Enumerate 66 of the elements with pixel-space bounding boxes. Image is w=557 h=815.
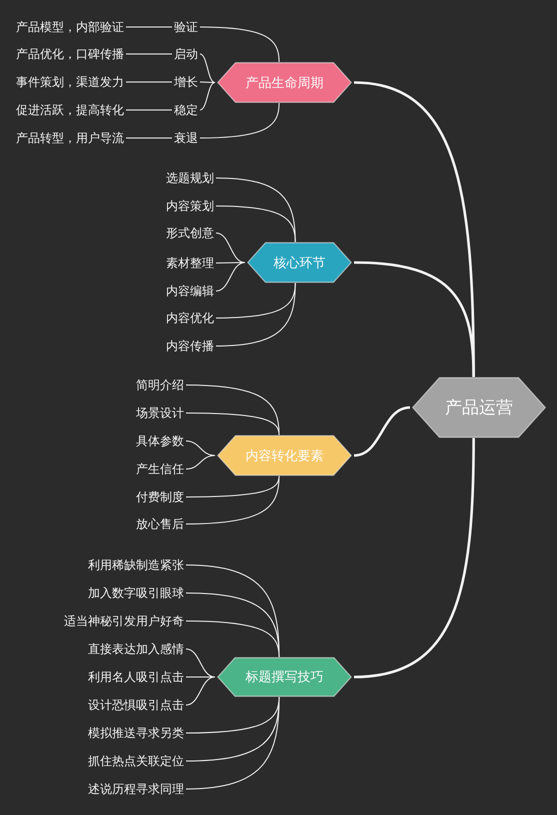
connector-line [186, 412, 280, 436]
topic-label: 产品生命周期 [246, 74, 324, 92]
leaf-label: 素材整理 [166, 255, 214, 271]
leaf-label: 利用稀缺制造紧张 [88, 557, 184, 573]
topic-hexagon [217, 657, 352, 697]
connector-line [216, 262, 246, 292]
connector-line [200, 102, 280, 138]
leaf-label: 内容传播 [166, 338, 214, 354]
connector-line [186, 476, 280, 524]
leaf-label: 模拟推送寻求另类 [88, 725, 184, 741]
connector-line [200, 26, 280, 62]
leaf-label: 适当神秘引发用户好奇 [64, 613, 184, 629]
topic-label: 产品运营 [445, 396, 513, 419]
leaf-label: 直接表达加入感情 [88, 641, 184, 657]
leaf-label: 抓住热点关联定位 [88, 753, 184, 769]
leaf-label: 付费制度 [136, 489, 184, 505]
leaf-label: 事件策划，渠道发力 [16, 74, 124, 90]
leaf-label: 验证 [174, 19, 198, 35]
connector-line [186, 620, 280, 658]
leaf-label: 产品模型，内部验证 [16, 19, 124, 35]
leaf-label: 加入数字吸引眼球 [88, 585, 184, 601]
topic-hexagon [247, 242, 352, 283]
topic-label: 标题撰写技巧 [246, 668, 324, 686]
connector-line [200, 82, 216, 83]
leaf-label: 放心售后 [136, 516, 184, 532]
leaf-label: 述说历程寻求同理 [88, 781, 184, 797]
leaf-label: 设计恐惧吸引点击 [88, 697, 184, 713]
leaf-label: 内容编辑 [166, 283, 214, 299]
connector-line [216, 282, 296, 318]
leaf-label: 内容优化 [166, 310, 214, 326]
topic-hexagon [412, 377, 546, 438]
topic-hexagon [217, 435, 352, 476]
leaf-label: 具体参数 [136, 433, 184, 449]
leaf-label: 形式创意 [166, 225, 214, 241]
branch-connector [354, 261, 475, 378]
connector-line [216, 178, 296, 242]
branch-connector [354, 406, 410, 457]
connector-line [216, 232, 246, 263]
branch-connector [354, 438, 475, 678]
connector-line [216, 282, 296, 346]
leaf-label: 产品转型，用户导流 [16, 130, 124, 146]
leaf-label: 场景设计 [136, 405, 184, 421]
leaf-label: 选题规划 [166, 170, 214, 186]
connector-line [126, 26, 172, 28]
leaf-label: 稳定 [174, 102, 198, 118]
leaf-label: 利用名人吸引点击 [88, 669, 184, 685]
leaf-label: 促进活跃，提高转化 [16, 102, 124, 118]
connector-line [200, 54, 216, 83]
leaf-label: 衰退 [174, 130, 198, 146]
connector-line [216, 262, 246, 264]
connector-line [186, 676, 216, 678]
leaf-label: 启动 [174, 46, 198, 62]
topic-hexagon [217, 62, 352, 103]
connector-line [200, 82, 216, 110]
connector-line [186, 455, 216, 470]
connector-line [186, 648, 216, 678]
leaf-label: 内容策划 [166, 198, 214, 214]
leaf-label: 产生信任 [136, 461, 184, 477]
connector-line [186, 676, 216, 706]
connector-line [216, 206, 296, 242]
topic-label: 核心环节 [274, 254, 326, 272]
topic-label: 内容转化要素 [246, 446, 324, 465]
connector-line [186, 696, 280, 790]
leaf-label: 简明介绍 [136, 377, 184, 393]
leaf-label: 增长 [174, 74, 198, 90]
leaf-label: 产品优化，口碑传播 [16, 46, 124, 62]
